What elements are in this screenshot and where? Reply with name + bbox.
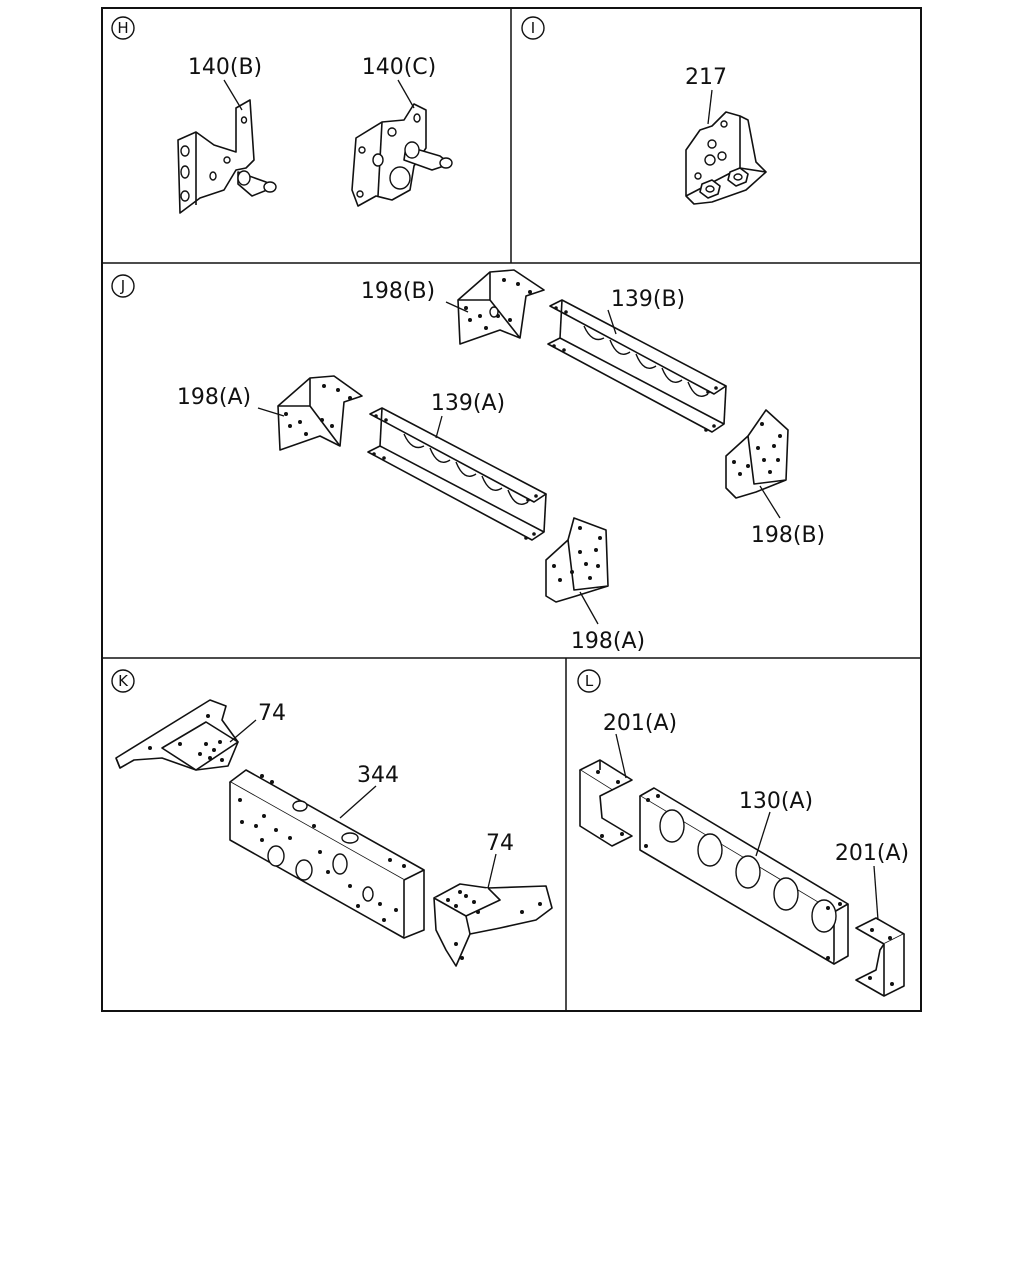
- section-marker-circle: [521, 16, 545, 40]
- leader-line: [607, 309, 617, 335]
- callout-139b: 139(B): [611, 287, 685, 312]
- part-201a-left: [579, 759, 633, 847]
- part-139a: [367, 407, 547, 541]
- callout-198a: 198(A): [177, 385, 251, 410]
- section-letter: I: [531, 19, 535, 37]
- leader-line: [615, 733, 627, 779]
- callout-198b: 198(B): [361, 279, 435, 304]
- leader-line: [257, 407, 285, 417]
- part-201a-right: [855, 917, 905, 997]
- callout-344: 344: [357, 763, 399, 788]
- section-letter: L: [585, 672, 594, 690]
- leader-line: [707, 89, 713, 125]
- part-140c: [351, 103, 453, 207]
- callout-140c: 140(C): [362, 55, 437, 80]
- section-marker-circle: [577, 669, 601, 693]
- leader-line: [759, 485, 781, 519]
- leader-line: [873, 865, 879, 921]
- part-344: [229, 769, 425, 939]
- part-198b-lower: [725, 409, 789, 499]
- part-198a-left: [277, 375, 363, 451]
- section-j: J 198(B): [111, 269, 825, 654]
- callout-217: 217: [685, 65, 727, 90]
- leader-line: [579, 591, 599, 625]
- leader-line: [223, 79, 243, 111]
- section-marker-circle: [111, 274, 135, 298]
- leader-line: [397, 79, 415, 109]
- callout-74-lower: 74: [486, 831, 514, 856]
- section-marker-circle: [111, 669, 135, 693]
- callout-140b: 140(B): [188, 55, 262, 80]
- part-139b: [547, 299, 727, 433]
- leader-line: [229, 719, 257, 743]
- section-letter: H: [117, 19, 128, 37]
- part-198b-upper: [457, 269, 545, 345]
- leader-line: [339, 785, 377, 819]
- part-74-upper: [115, 699, 239, 771]
- section-marker-circle: [111, 16, 135, 40]
- callout-139a: 139(A): [431, 391, 505, 416]
- part-74-lower: [433, 883, 553, 967]
- section-k: K 74: [111, 669, 553, 967]
- leader-line: [435, 415, 443, 439]
- section-letter: J: [120, 277, 125, 295]
- leader-line: [755, 811, 771, 857]
- callout-130a: 130(A): [739, 789, 813, 814]
- leader-line: [445, 301, 469, 313]
- callout-74-upper: 74: [258, 701, 286, 726]
- section-l: L 201(A) 130(A): [577, 669, 909, 997]
- part-198a-lower: [545, 517, 609, 603]
- callout-198b-lower: 198(B): [751, 523, 825, 548]
- callout-201a-right: 201(A): [835, 841, 909, 866]
- part-130a: [639, 787, 849, 965]
- callout-201a: 201(A): [603, 711, 677, 736]
- leader-line: [487, 853, 497, 889]
- callout-198a-lower: 198(A): [571, 629, 645, 654]
- part-217: [685, 111, 767, 205]
- section-letter: K: [118, 672, 129, 690]
- part-140b: [177, 99, 277, 214]
- section-i: I 217: [521, 16, 767, 205]
- section-h: H 140(B): [111, 16, 453, 214]
